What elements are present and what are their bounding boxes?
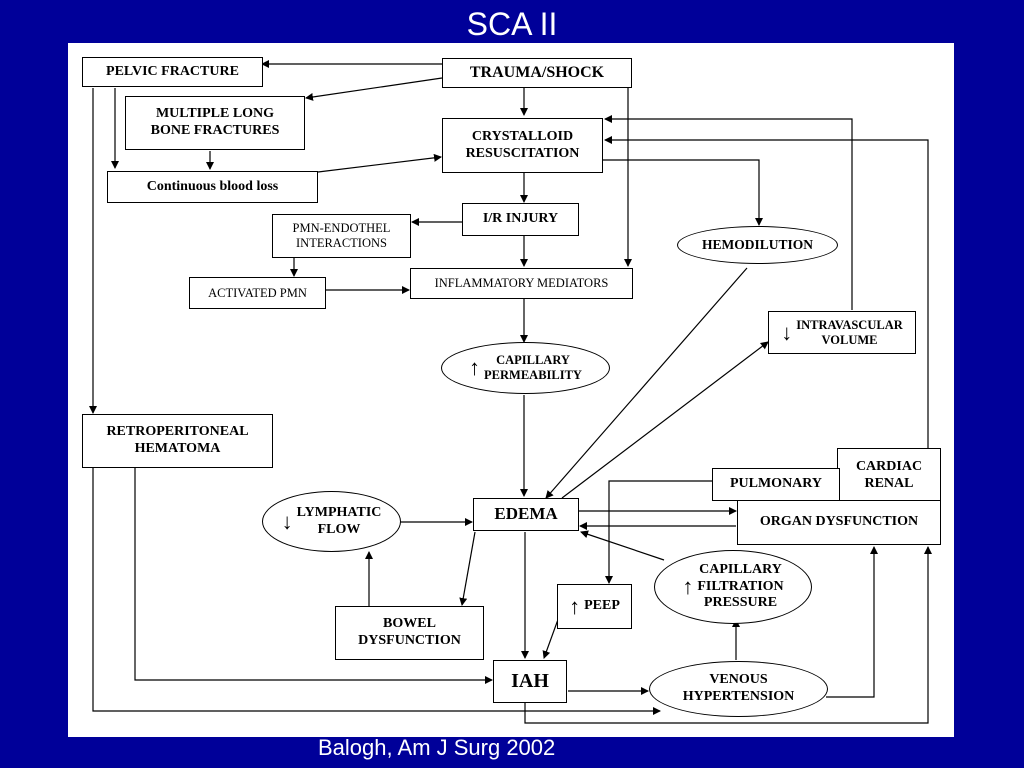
down-arrow-icon: ↓ — [281, 508, 293, 534]
bowel-dysfunction-box: BOWEL DYSFUNCTION — [335, 606, 484, 660]
peep-label: PEEP — [584, 598, 620, 614]
activated-pmn-box: ACTIVATED PMN — [189, 277, 326, 309]
lymphatic-flow-oval: ↓ LYMPHATIC FLOW — [262, 491, 401, 552]
multiple-long-bone-label: MULTIPLE LONG BONE FRACTURES — [150, 106, 280, 138]
pmn-endothel-label: PMN-ENDOTHEL INTERACTIONS — [292, 221, 391, 250]
pelvic-fracture-label: PELVIC FRACTURE — [106, 63, 239, 79]
edema-box: EDEMA — [473, 498, 579, 531]
organ-dysfunction-box: ORGAN DYSFUNCTION — [737, 500, 941, 545]
continuous-blood-loss-box: Continuous blood loss — [107, 171, 318, 203]
venous-hypertension-oval: VENOUS HYPERTENSION — [649, 661, 828, 717]
pelvic-fracture-box: PELVIC FRACTURE — [82, 57, 263, 87]
hemodilution-label: HEMODILUTION — [701, 237, 813, 253]
pulmonary-label: PULMONARY — [729, 476, 823, 492]
retroperitoneal-hematoma-label: RETROPERITONEAL HEMATOMA — [106, 424, 249, 456]
iah-label: IAH — [511, 669, 549, 692]
capillary-permeability-oval: ↑ CAPILLARY PERMEABILITY — [441, 342, 610, 394]
capillary-filtration-pressure-label: CAPILLARY FILTRATION PRESSURE — [697, 562, 784, 611]
flowchart-panel: PELVIC FRACTURE TRAUMA/SHOCK MULTIPLE LO… — [68, 43, 954, 737]
connector-lines — [89, 60, 932, 724]
intravascular-volume-label: INTRAVASCULAR VOLUME — [796, 317, 903, 347]
capillary-filtration-pressure-oval: ↑ CAPILLARY FILTRATION PRESSURE — [654, 550, 812, 624]
trauma-shock-box: TRAUMA/SHOCK — [442, 58, 632, 88]
up-arrow-icon: ↑ — [682, 574, 694, 599]
up-arrow-icon: ↑ — [569, 593, 581, 619]
ir-injury-label: I/R INJURY — [482, 211, 559, 227]
up-arrow-icon: ↑ — [469, 355, 481, 380]
trauma-shock-label: TRAUMA/SHOCK — [469, 63, 605, 81]
ir-injury-box: I/R INJURY — [462, 203, 579, 236]
retroperitoneal-hematoma-box: RETROPERITONEAL HEMATOMA — [82, 414, 273, 468]
bowel-dysfunction-label: BOWEL DYSFUNCTION — [358, 616, 461, 648]
down-arrow-icon: ↓ — [781, 319, 793, 345]
continuous-blood-loss-label: Continuous blood loss — [146, 178, 279, 194]
cardiac-renal-box: CARDIAC RENAL — [837, 448, 941, 503]
venous-hypertension-label: VENOUS HYPERTENSION — [682, 672, 795, 704]
pmn-endothel-box: PMN-ENDOTHEL INTERACTIONS — [272, 214, 411, 258]
hemodilution-oval: HEMODILUTION — [677, 226, 838, 264]
inflammatory-mediators-box: INFLAMMATORY MEDIATORS — [410, 268, 633, 299]
slide-title: SCA II — [466, 6, 558, 42]
peep-box: ↑ PEEP — [557, 584, 632, 629]
inflammatory-mediators-label: INFLAMMATORY MEDIATORS — [434, 276, 609, 291]
organ-dysfunction-label: ORGAN DYSFUNCTION — [759, 514, 919, 530]
capillary-permeability-label: CAPILLARY PERMEABILITY — [484, 353, 582, 382]
iah-box: IAH — [493, 660, 567, 703]
citation: Balogh, Am J Surg 2002 — [318, 735, 556, 760]
activated-pmn-label: ACTIVATED PMN — [208, 285, 307, 300]
crystalloid-box: CRYSTALLOID RESUSCITATION — [442, 118, 603, 173]
intravascular-volume-box: ↓ INTRAVASCULAR VOLUME — [768, 311, 916, 354]
edema-label: EDEMA — [494, 504, 558, 524]
lymphatic-flow-label: LYMPHATIC FLOW — [296, 504, 382, 537]
cardiac-renal-label: CARDIAC RENAL — [855, 458, 923, 491]
crystalloid-label: CRYSTALLOID RESUSCITATION — [465, 128, 580, 161]
multiple-long-bone-box: MULTIPLE LONG BONE FRACTURES — [125, 96, 305, 150]
pulmonary-box: PULMONARY — [712, 468, 840, 501]
